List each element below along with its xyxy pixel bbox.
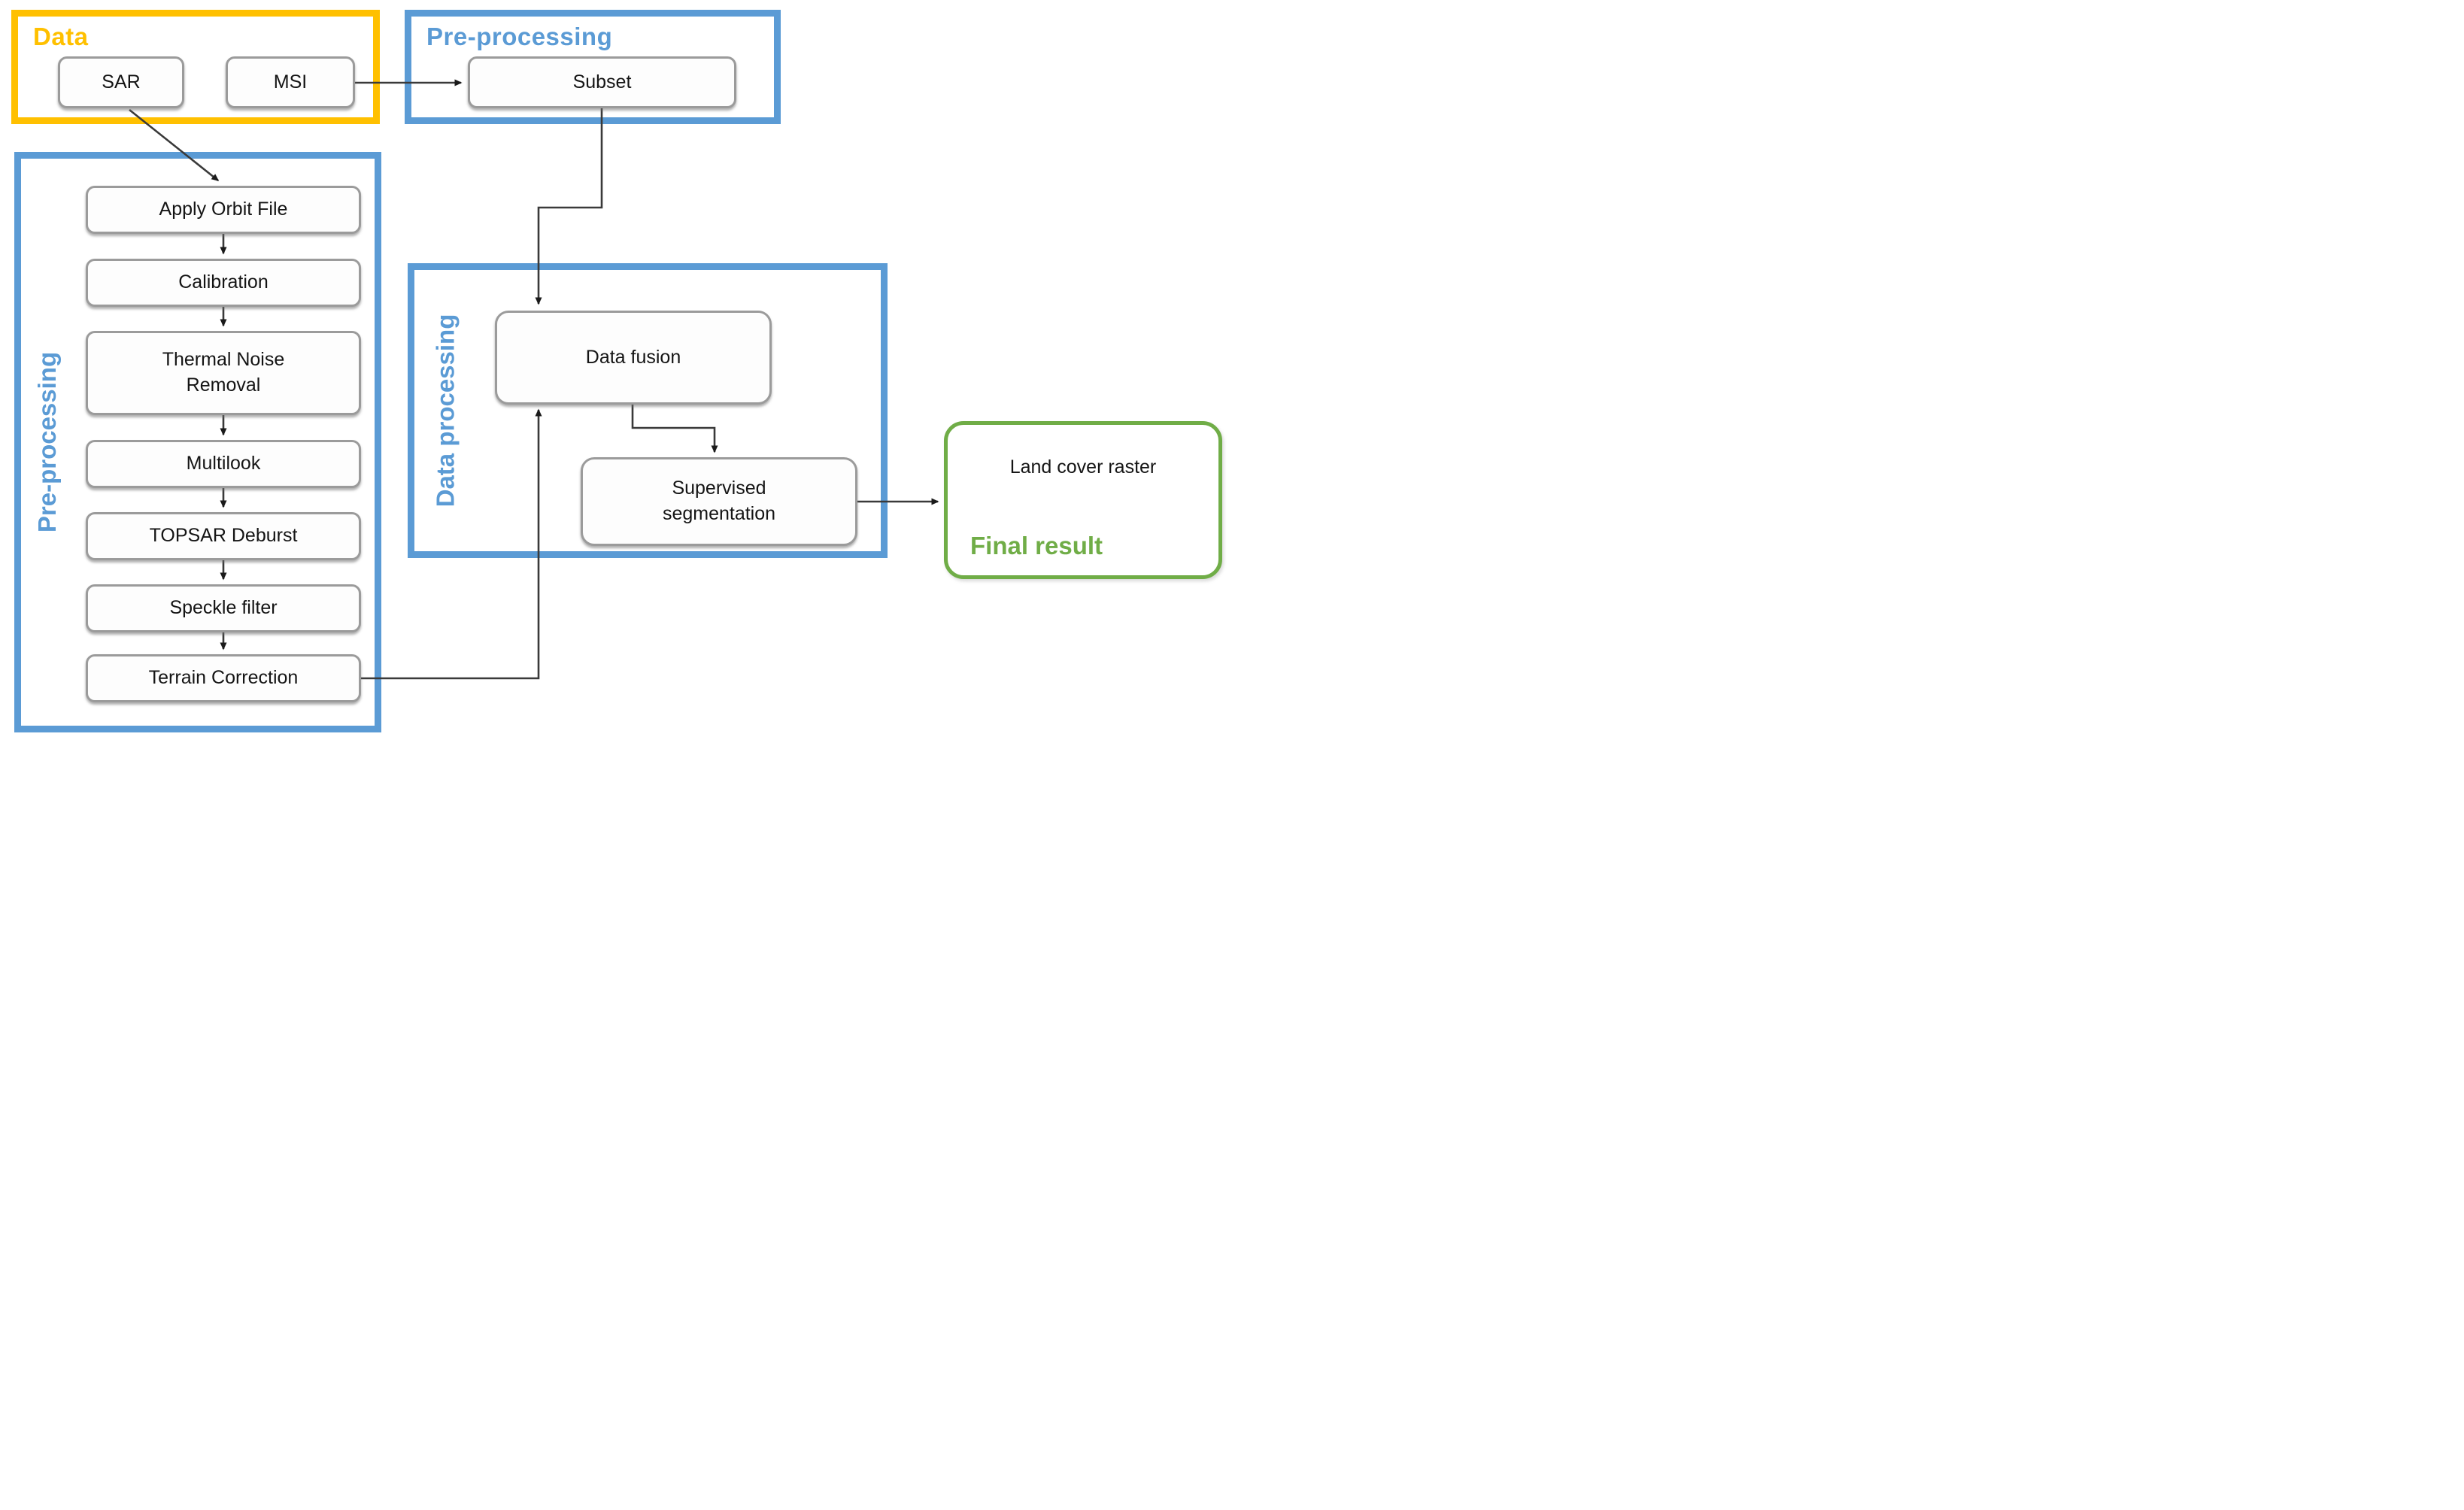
node-calibration: Calibration [86,259,361,307]
group-data-processing [408,263,888,558]
edge-sar-to-apply-orbit-file [129,108,220,182]
group-data: Data [11,10,380,124]
edge-terrain-to-data-fusion [361,408,542,680]
connector-arrows [129,79,939,680]
flowchart-canvas: Data Pre-processing Pre-processing Data … [0,0,1232,755]
node-thermal-noise-removal: Thermal Noise Removal [86,331,361,415]
group-data-processing-label-wrap: Data processing [406,263,485,558]
group-final-result-label: Final result [970,532,1103,559]
group-preprocessing-top-label: Pre-processing [426,23,613,50]
edge-subset-to-data-fusion [535,108,603,305]
node-subset: Subset [468,56,736,108]
group-preprocessing-left-label-wrap: Pre-processing [6,152,89,732]
node-supervised-segmentation: Supervised segmentation [581,457,857,546]
node-topsar-deburst: TOPSAR Deburst [86,512,361,560]
group-data-label: Data [33,23,89,50]
edge-data-fusion-to-segmentation [631,405,718,453]
node-terrain-correction: Terrain Correction [86,654,361,702]
group-data-processing-label: Data processing [431,314,460,508]
group-final-result: Land cover raster Final result [944,421,1222,579]
node-multilook: Multilook [86,440,361,488]
group-preprocessing-left [14,152,381,732]
node-apply-orbit-file: Apply Orbit File [86,186,361,234]
node-speckle-filter: Speckle filter [86,584,361,632]
node-land-cover-raster: Land cover raster [1009,456,1157,478]
group-preprocessing-top: Pre-processing [405,10,781,124]
node-sar: SAR [58,56,184,108]
group-preprocessing-left-label: Pre-processing [33,351,61,533]
node-data-fusion: Data fusion [495,311,772,405]
node-msi: MSI [226,56,355,108]
